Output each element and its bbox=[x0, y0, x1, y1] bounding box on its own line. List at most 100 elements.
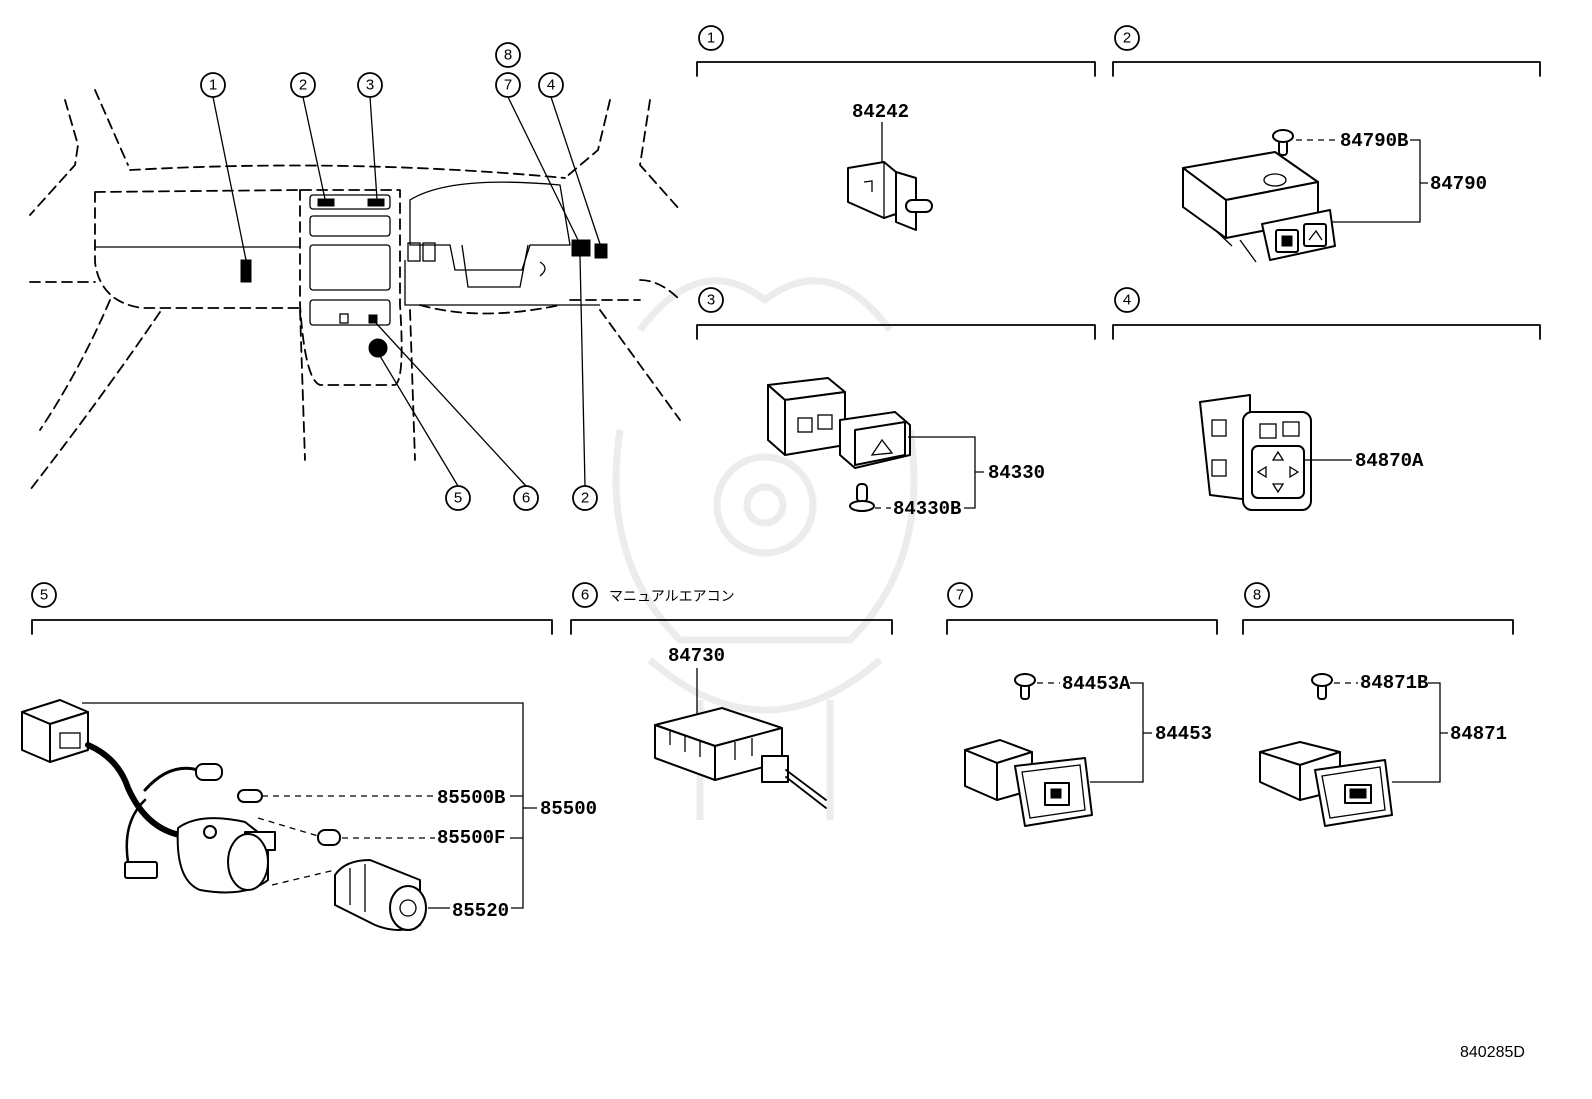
section-4-parts: 84870A bbox=[1199, 394, 1424, 511]
svg-text:6: 6 bbox=[522, 490, 530, 507]
bolt-illustration bbox=[1272, 129, 1294, 156]
overview-callout: 2 bbox=[572, 485, 598, 511]
bolt-illustration bbox=[1014, 673, 1036, 700]
dashboard-left-panel bbox=[94, 189, 301, 309]
svg-text:3: 3 bbox=[366, 77, 374, 94]
svg-text:4: 4 bbox=[1123, 292, 1131, 309]
dashboard-overview bbox=[29, 89, 681, 491]
location-mark-7 bbox=[571, 239, 591, 257]
section-5-parts: 85500B 85500F 85520 85500 bbox=[21, 699, 597, 931]
center-stack-outline bbox=[299, 189, 403, 386]
overview-callout: 6 bbox=[513, 485, 539, 511]
svg-text:1: 1 bbox=[209, 77, 217, 94]
left-pillar-inner bbox=[94, 89, 129, 166]
switch-illustration bbox=[767, 377, 911, 469]
svg-text:5: 5 bbox=[454, 490, 462, 507]
svg-text:1: 1 bbox=[707, 30, 715, 47]
right-floor-lines bbox=[569, 279, 681, 421]
key-slot bbox=[539, 261, 546, 277]
part-number-label: 84871B bbox=[1360, 672, 1428, 694]
location-mark-6-outline bbox=[339, 313, 349, 324]
svg-text:6: 6 bbox=[581, 587, 589, 604]
switch-illustration bbox=[1182, 151, 1336, 263]
part-number-label: 84330 bbox=[988, 462, 1045, 484]
right-pillar-inner bbox=[564, 99, 611, 179]
part-number-label: 85520 bbox=[452, 900, 509, 922]
stack-top-slot bbox=[309, 194, 391, 210]
switch-illustration bbox=[847, 161, 933, 231]
section-2-parts: 84790B 84790 bbox=[1182, 129, 1487, 263]
location-mark-1 bbox=[240, 259, 252, 283]
part-number-label: 84242 bbox=[852, 101, 909, 123]
overview-callout: 3 bbox=[357, 72, 383, 98]
part-number-label: 84330B bbox=[893, 498, 961, 520]
stack-panel-2 bbox=[309, 244, 391, 291]
diagram-code: 840285D bbox=[1460, 1044, 1525, 1061]
section-6-note: マニュアルエアコン bbox=[609, 589, 735, 605]
section-8-parts: 84871B 84871 bbox=[1259, 672, 1507, 827]
part-number-label: 84453 bbox=[1155, 723, 1212, 745]
section-1-parts: 84242 bbox=[847, 101, 933, 231]
location-mark-5 bbox=[368, 338, 388, 358]
location-mark-2 bbox=[317, 198, 335, 207]
part-number-label: 85500 bbox=[540, 798, 597, 820]
part-number-label: 84790B bbox=[1340, 130, 1408, 152]
part-number-label: 84871 bbox=[1450, 723, 1507, 745]
section-2-header: 2 bbox=[1112, 25, 1541, 77]
bolt-illustration bbox=[849, 483, 875, 512]
dashboard-top-edge bbox=[129, 164, 566, 179]
section-6-parts: 84730 bbox=[654, 645, 827, 809]
lighter-assembly-illustration bbox=[21, 699, 427, 931]
overview-leaders bbox=[212, 96, 601, 487]
location-mark-6 bbox=[368, 314, 378, 324]
svg-text:7: 7 bbox=[504, 77, 512, 94]
cluster-switch-b bbox=[422, 242, 436, 262]
location-mark-3 bbox=[367, 198, 385, 207]
switch-illustration bbox=[1259, 741, 1393, 827]
switch-illustration bbox=[964, 739, 1093, 827]
section-4-header: 4 bbox=[1112, 287, 1541, 340]
part-number-label: 85500B bbox=[437, 787, 505, 809]
part-number-label: 84730 bbox=[668, 645, 725, 667]
cluster-switch-a bbox=[407, 242, 421, 262]
section-6-header: 6 マニュアルエアコン bbox=[570, 582, 893, 635]
overview-callout: 8 bbox=[495, 42, 521, 68]
section-5-header: 5 bbox=[31, 582, 553, 635]
svg-text:7: 7 bbox=[956, 587, 964, 604]
center-console-lines bbox=[299, 304, 561, 461]
location-mark-4 bbox=[594, 243, 608, 259]
svg-text:4: 4 bbox=[547, 77, 555, 94]
lower-dash-right bbox=[404, 260, 600, 306]
svg-text:2: 2 bbox=[1123, 30, 1131, 47]
overview-callout: 5 bbox=[445, 485, 471, 511]
overview-callout: 7 bbox=[495, 72, 521, 98]
section-8-header: 8 bbox=[1242, 582, 1514, 635]
overview-callout: 2 bbox=[290, 72, 316, 98]
part-number-label: 84870A bbox=[1355, 450, 1424, 472]
svg-text:8: 8 bbox=[504, 47, 512, 64]
svg-text:3: 3 bbox=[707, 292, 715, 309]
part-number-label: 85500F bbox=[437, 827, 505, 849]
section-1-header: 1 bbox=[696, 25, 1096, 77]
section-3-header: 3 bbox=[696, 287, 1096, 340]
part-number-label: 84453A bbox=[1062, 673, 1131, 695]
overview-callout: 4 bbox=[538, 72, 564, 98]
instrument-cluster bbox=[409, 181, 571, 271]
section-7-parts: 84453A 84453 bbox=[964, 673, 1212, 827]
right-pillar-outer bbox=[639, 99, 681, 211]
section-3-parts: 84330 84330B bbox=[767, 377, 1045, 520]
left-floor-lines bbox=[29, 281, 161, 491]
svg-text:2: 2 bbox=[299, 77, 307, 94]
svg-text:2: 2 bbox=[581, 490, 589, 507]
sensor-block-illustration bbox=[654, 707, 827, 809]
part-number-label: 84790 bbox=[1430, 173, 1487, 195]
stack-panel-1 bbox=[309, 215, 391, 237]
steering-column bbox=[461, 244, 529, 288]
stack-panel-3 bbox=[309, 299, 391, 326]
mirror-switch-illustration bbox=[1199, 394, 1312, 511]
svg-text:8: 8 bbox=[1253, 587, 1261, 604]
svg-text:5: 5 bbox=[40, 587, 48, 604]
overview-callout: 1 bbox=[200, 72, 226, 98]
bolt-illustration bbox=[1311, 673, 1333, 700]
